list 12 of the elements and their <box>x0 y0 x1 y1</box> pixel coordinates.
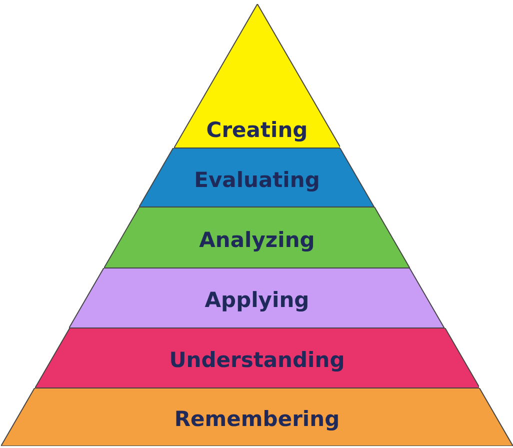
level-label: Analyzing <box>199 228 315 252</box>
base-pyramid-band <box>1 388 513 446</box>
pyramid-band <box>104 207 410 268</box>
level-label: Remembering <box>174 407 340 431</box>
pyramid-band <box>69 268 445 328</box>
level-label: Understanding <box>169 348 345 372</box>
level-label: Creating <box>206 118 308 142</box>
level-label: Applying <box>204 288 310 312</box>
top-pyramid-band <box>174 4 340 148</box>
level-label: Evaluating <box>194 168 320 192</box>
pyramid-band <box>34 328 480 388</box>
pyramid-band <box>139 148 375 207</box>
